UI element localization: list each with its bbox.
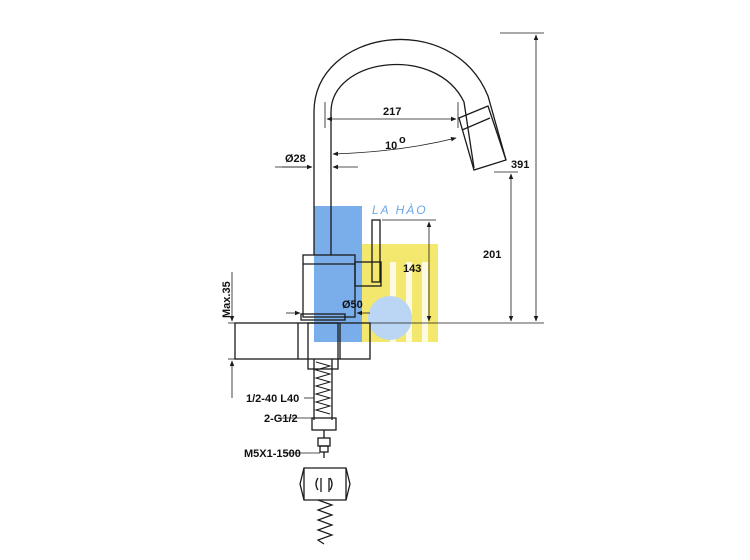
- faucet-handle: [371, 219, 381, 283]
- watermark-bar: [314, 206, 362, 342]
- faucet-spout-inner: [330, 63, 475, 255]
- dim-arc-angle: [332, 137, 457, 157]
- watermark-circle: [368, 296, 412, 340]
- base-ring: [300, 313, 346, 321]
- threaded-rod: [314, 361, 332, 415]
- faucet-spout-outer: [313, 38, 507, 255]
- label-outlet-height: 201: [483, 249, 501, 261]
- hose-weight: [299, 467, 351, 501]
- label-angle-unit: o: [399, 134, 406, 146]
- label-handle-height: 143: [403, 263, 421, 275]
- label-pullout-hose: M5X1-1500: [244, 448, 301, 460]
- label-hoses: 2-G1/2: [264, 413, 298, 425]
- label-body-diameter: Ø28: [285, 153, 306, 165]
- watermark-logo: [314, 206, 438, 342]
- faucet-lever-housing: [354, 261, 382, 287]
- label-total-height: 391: [511, 159, 529, 171]
- mounting-shank: [307, 322, 339, 370]
- label-shank: 1/2-40 L40: [246, 393, 299, 405]
- label-spout-reach: 217: [383, 106, 401, 118]
- countertop: [234, 322, 371, 360]
- watermark-text: LA HÀO: [372, 202, 428, 217]
- hose-connector: [317, 437, 331, 447]
- label-max-thickness: Max.35: [221, 281, 233, 318]
- faucet-pullout-head: [458, 105, 507, 171]
- label-spout-angle: 10: [385, 140, 397, 152]
- label-base-diameter: Ø50: [342, 299, 363, 311]
- pullout-hose: [316, 499, 334, 545]
